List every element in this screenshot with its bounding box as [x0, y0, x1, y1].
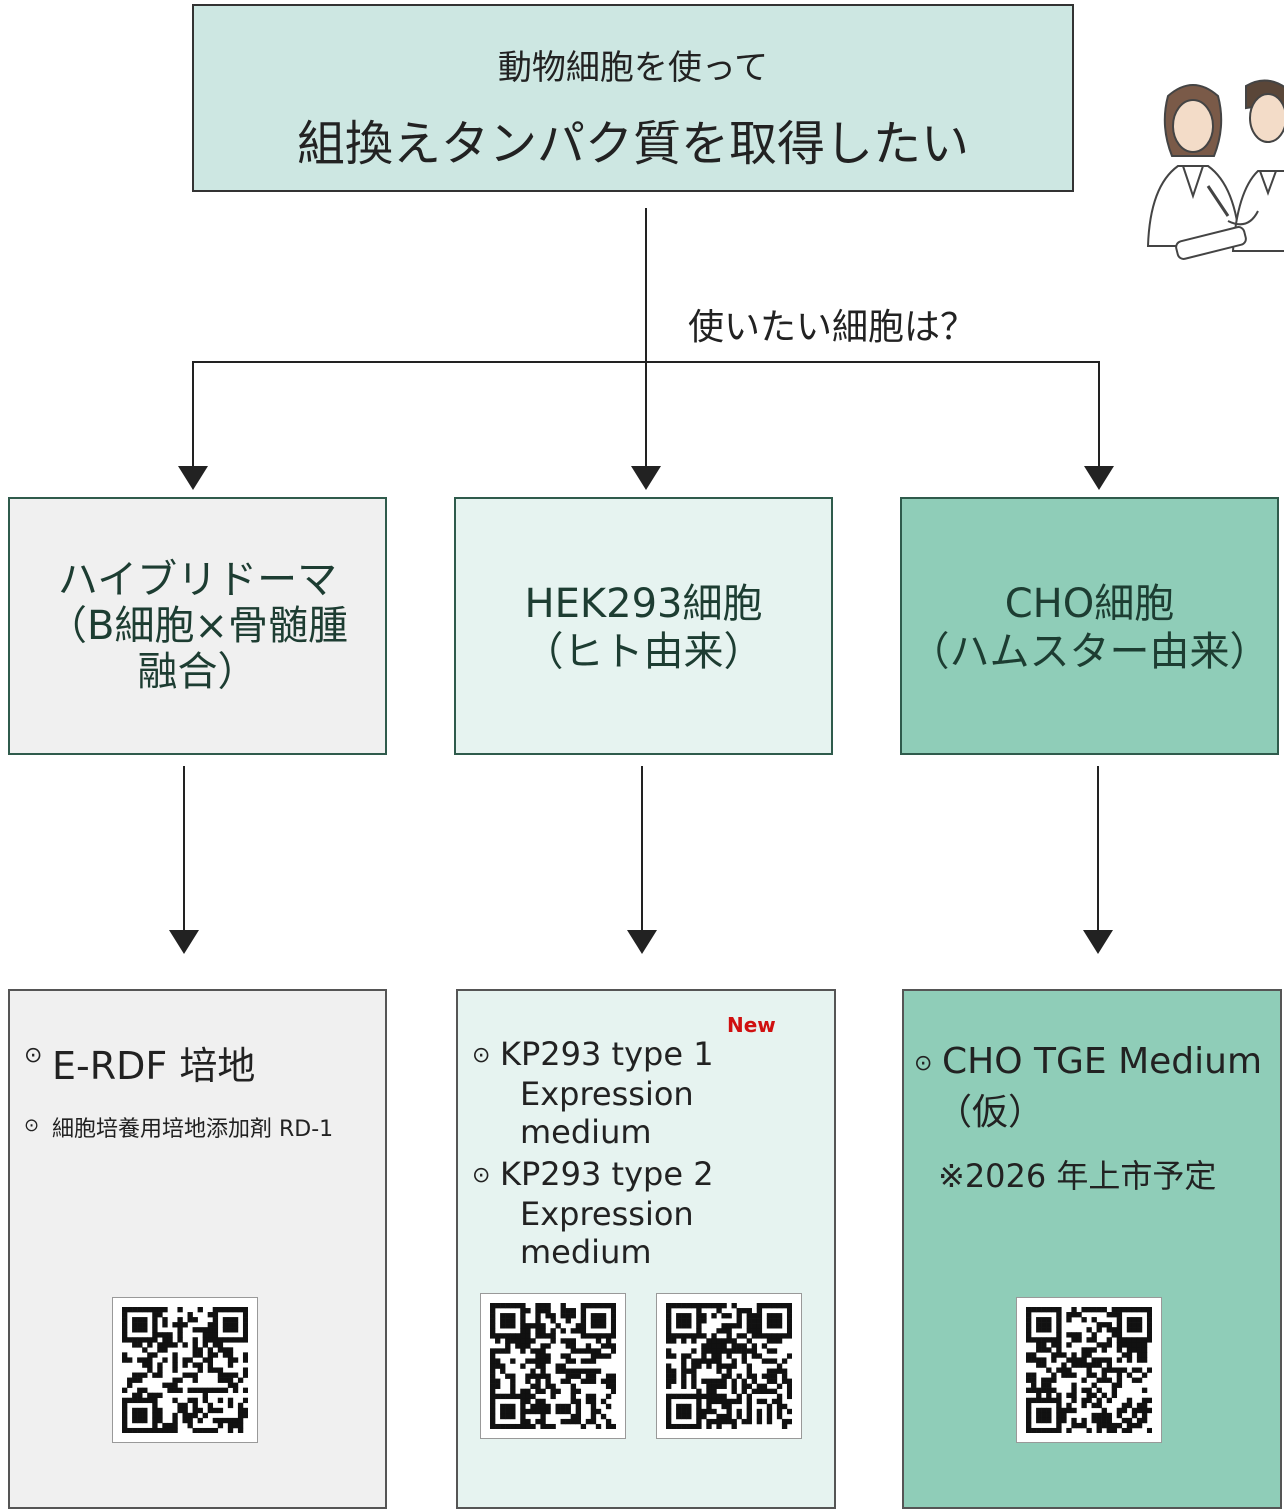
qr-code[interactable]	[112, 1297, 258, 1443]
cell-box-cho: CHO細胞 （ハムスター由来）	[900, 497, 1279, 755]
goal-box: 動物細胞を使って 組換えタンパク質を取得したい	[192, 4, 1074, 192]
qr-code[interactable]	[480, 1293, 626, 1439]
arrow-down-icon	[1083, 930, 1113, 954]
bullet-icon: ⊙	[914, 1051, 933, 1076]
question-label: 使いたい細胞は？	[688, 307, 977, 348]
connector-trunk	[645, 208, 647, 370]
qr-code[interactable]	[656, 1293, 802, 1439]
connector-lower-right	[1097, 766, 1099, 932]
bullet-icon: ⊙	[472, 1163, 491, 1188]
arrow-down-icon	[1084, 466, 1114, 490]
product-panel-cho: ⊙ CHO TGE Medium （仮） ※2026 年上市予定	[902, 989, 1282, 1509]
arrow-down-icon	[178, 466, 208, 490]
cell-title-line: 融合）	[137, 649, 258, 695]
product-name: Expression medium	[520, 1195, 694, 1271]
product-panel-hybridoma: ⊙ E-RDF 培地 ⊙ 細胞培養用培地添加剤 RD-1	[8, 989, 387, 1509]
connector-drop-center	[645, 361, 647, 467]
cell-title-line: （B細胞×骨髄腫	[47, 603, 348, 649]
qr-code[interactable]	[1016, 1297, 1162, 1443]
cell-title-line: （ヒト由来）	[523, 629, 764, 675]
cell-title-line: HEK293細胞	[524, 581, 763, 627]
arrow-down-icon	[169, 930, 199, 954]
cell-box-hek293: HEK293細胞 （ヒト由来）	[454, 497, 833, 755]
product-name: E-RDF 培地	[52, 1044, 256, 1088]
product-name: KP293 type 1	[500, 1035, 714, 1073]
bullet-icon: ⊙	[24, 1115, 40, 1136]
goal-subtitle: 動物細胞を使って	[497, 48, 769, 88]
product-name: CHO TGE Medium	[942, 1041, 1263, 1082]
connector-lower-center	[641, 766, 643, 932]
release-note: ※2026 年上市予定	[938, 1157, 1217, 1195]
scientists-illustration	[1128, 66, 1284, 266]
arrow-down-icon	[631, 466, 661, 490]
connector-drop-left	[192, 361, 194, 467]
product-name: 細胞培養用培地添加剤 RD-1	[52, 1117, 334, 1142]
bullet-icon: ⊙	[472, 1043, 491, 1068]
goal-title: 組換えタンパク質を取得したい	[296, 116, 969, 172]
cell-title-line: （ハムスター由来）	[909, 629, 1270, 675]
new-badge: New	[727, 1013, 776, 1037]
connector-lower-left	[183, 766, 185, 932]
cell-title-line: CHO細胞	[1004, 581, 1175, 627]
product-panel-hek293: New ⊙ KP293 type 1 Expression medium ⊙ K…	[456, 989, 836, 1509]
cell-title-line: ハイブリドーマ	[57, 557, 338, 603]
bullet-icon: ⊙	[24, 1043, 43, 1068]
product-name: KP293 type 2	[500, 1155, 714, 1193]
connector-drop-right	[1098, 361, 1100, 467]
arrow-down-icon	[627, 930, 657, 954]
product-name: Expression medium	[520, 1075, 694, 1151]
product-name: （仮）	[936, 1092, 1045, 1133]
cell-box-hybridoma: ハイブリドーマ （B細胞×骨髄腫 融合）	[8, 497, 387, 755]
